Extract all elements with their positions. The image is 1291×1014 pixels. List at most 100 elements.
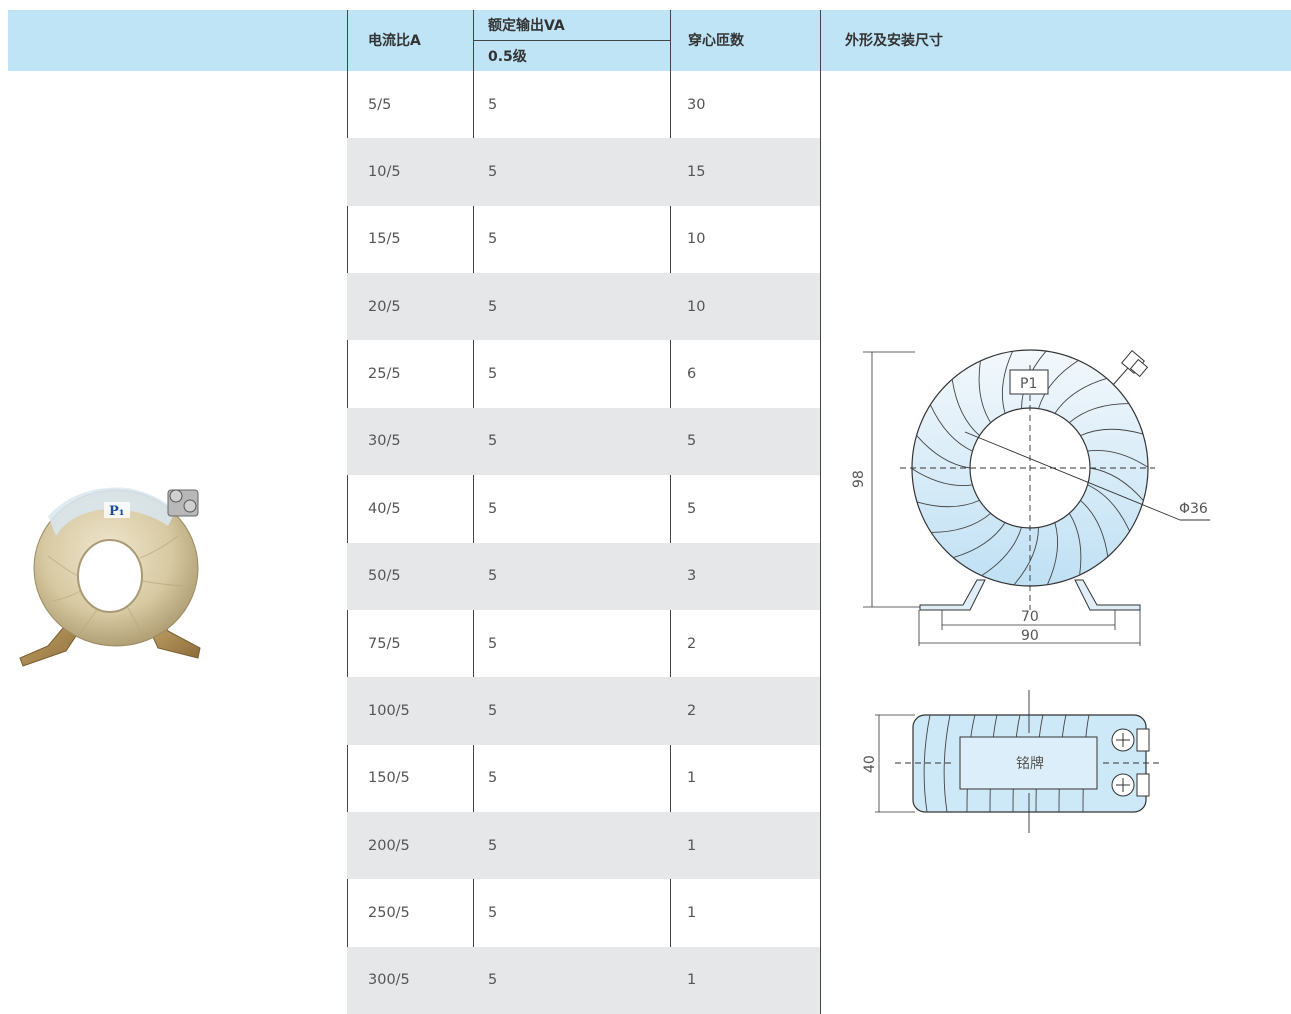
rated-output-cell: 5: [488, 96, 498, 113]
table-row: 150/5 5 1: [347, 745, 820, 812]
rated-output-cell: 5: [488, 231, 498, 248]
winding-line: [1068, 513, 1082, 576]
ratio-cell: 15/5: [368, 231, 401, 248]
turns-cell: 1: [687, 770, 697, 787]
table-row: 30/5 5 5: [347, 407, 820, 476]
winding-line: [1038, 360, 1079, 409]
turns-cell: 10: [687, 298, 706, 315]
ratio-cell: 5/5: [368, 96, 392, 113]
winding-line: [951, 379, 980, 436]
winding-line: [916, 499, 980, 508]
table-row: 75/5 5 2: [347, 610, 820, 677]
table-row: 20/5 5 10: [347, 273, 820, 341]
rated-output-cell: 5: [488, 298, 498, 315]
header-turns: 穿心匝数: [688, 33, 744, 49]
winding-line: [1054, 377, 1107, 414]
rated-output-cell: 5: [488, 770, 498, 787]
winding-line: [1087, 484, 1131, 532]
foot-outer-dimension-label: 90: [1021, 628, 1039, 644]
side-height-dimension-label: 40: [862, 755, 878, 773]
winding-line: [911, 468, 973, 486]
ratio-cell: 30/5: [368, 433, 401, 450]
rated-output-cell: 5: [488, 366, 498, 383]
terminal-screw-icon: [1111, 728, 1150, 797]
rated-output-cell: 5: [488, 702, 498, 719]
ratio-cell: 10/5: [368, 164, 401, 181]
rated-output-cell: 5: [488, 635, 498, 652]
header-ratio: 电流比A: [368, 33, 421, 49]
rated-output-cell: 5: [488, 164, 498, 181]
winding-line: [1001, 351, 1014, 414]
rated-output-cell: 5: [488, 837, 498, 854]
winding-line: [1080, 500, 1109, 557]
turns-cell: 15: [687, 164, 706, 181]
drawing-terminal-label: P1: [1020, 376, 1037, 392]
column-divider: [473, 10, 474, 1014]
winding-line: [981, 527, 1022, 576]
turns-cell: 1: [687, 972, 697, 989]
turns-cell: 1: [687, 904, 697, 921]
turns-cell: 6: [687, 366, 697, 383]
table-row: 250/5 5 1: [347, 879, 820, 946]
winding-line: [929, 404, 973, 452]
height-dimension-label: 98: [851, 470, 867, 488]
turns-cell: 5: [687, 433, 697, 450]
turns-cell: 1: [687, 837, 697, 854]
table-row: 100/5 5 2: [347, 677, 820, 745]
rated-output-cell: 5: [488, 433, 498, 450]
rated-output-cell: 5: [488, 500, 498, 517]
turns-cell: 10: [687, 231, 706, 248]
winding-line: [1080, 428, 1144, 437]
ratio-cell: 40/5: [368, 500, 401, 517]
side-view-drawing: 铭牌 40: [862, 690, 1163, 833]
table-row: 15/5 5 10: [347, 206, 820, 273]
table-row: 5/5 5 30: [347, 71, 820, 138]
rated-output-cell: 5: [488, 568, 498, 585]
ratio-cell: 50/5: [368, 568, 401, 585]
inner-diameter-label: Φ36: [1179, 501, 1208, 517]
header-dimensions: 外形及安装尺寸: [845, 33, 943, 49]
winding-line: [1046, 522, 1059, 585]
terminal-screw-icon: [167, 489, 199, 517]
nameplate-label: 铭牌: [1016, 755, 1044, 772]
turns-cell: 2: [687, 702, 697, 719]
header-class: 0.5级: [488, 49, 527, 65]
ratio-cell: 250/5: [368, 904, 410, 921]
front-view-drawing: Φ36 P1 98 70 90: [851, 349, 1210, 646]
rated-output-cell: 5: [488, 972, 498, 989]
table-row: 50/5 5 3: [347, 542, 820, 610]
winding-line: [1013, 527, 1039, 586]
ratio-cell: 20/5: [368, 298, 401, 315]
column-divider: [670, 10, 671, 1014]
table-row: 200/5 5 1: [347, 811, 820, 880]
winding-line: [1069, 403, 1129, 424]
turns-cell: 3: [687, 568, 697, 585]
terminal-screw-icon: [1112, 350, 1149, 386]
header-rated-output: 额定输出VA: [488, 18, 565, 34]
winding-line: [916, 435, 971, 469]
ratio-cell: 25/5: [368, 366, 401, 383]
ratio-cell: 200/5: [368, 837, 410, 854]
photo-terminal-label: P₁: [109, 504, 124, 519]
table-row: 40/5 5 5: [347, 475, 820, 542]
rated-output-cell: 5: [488, 904, 498, 921]
foot-inner-dimension-label: 70: [1021, 609, 1039, 625]
winding-line: [1087, 450, 1149, 468]
turns-cell: 30: [687, 96, 706, 113]
winding-line: [931, 512, 991, 533]
winding-line: [1089, 467, 1144, 501]
turns-cell: 2: [687, 635, 697, 652]
table-row: 25/5 5 6: [347, 340, 820, 407]
column-divider: [347, 10, 348, 1014]
table-row: 300/5 5 1: [347, 946, 820, 1014]
turns-cell: 5: [687, 500, 697, 517]
table-row: 10/5 5 15: [347, 138, 820, 206]
header-sub-divider: [473, 40, 670, 41]
winding-line: [953, 522, 1006, 559]
ratio-cell: 100/5: [368, 702, 410, 719]
ratio-cell: 300/5: [368, 972, 410, 989]
ratio-cell: 75/5: [368, 635, 401, 652]
ratio-cell: 150/5: [368, 770, 410, 787]
winding-line: [978, 360, 992, 423]
column-divider: [820, 10, 821, 1014]
